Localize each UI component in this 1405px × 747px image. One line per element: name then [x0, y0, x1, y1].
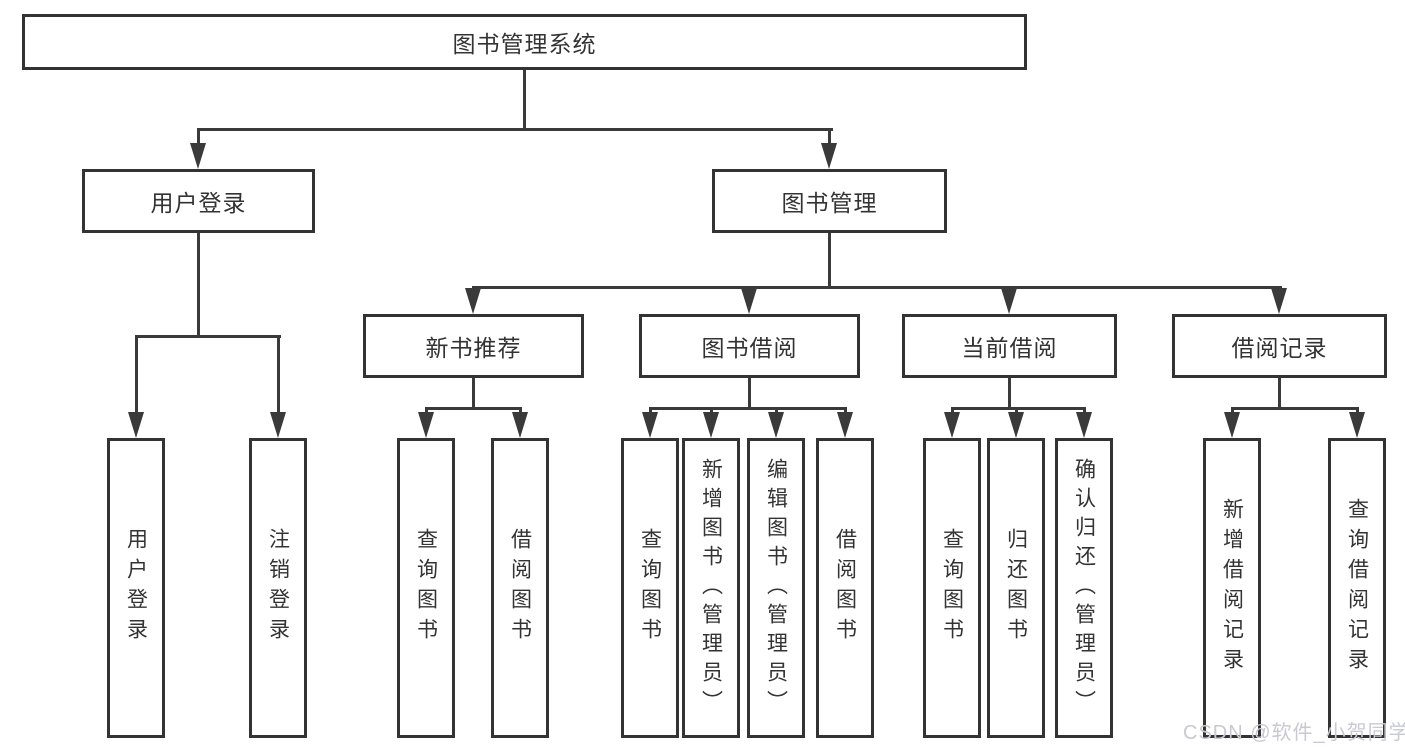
node-book-management: 图书管理: [712, 169, 947, 233]
arrowhead-down-icon: [768, 412, 784, 438]
leaf-query-books-recommend: 查询图书: [397, 438, 455, 738]
connector-line: [1008, 378, 1011, 408]
connector-line: [135, 335, 281, 338]
connector-line: [828, 128, 831, 155]
connector-line: [472, 286, 1282, 289]
node-book-borrow: 图书借阅: [639, 314, 860, 378]
leaf-add-borrow-record: 新增借阅记录: [1203, 438, 1261, 738]
leaf-query-books-current: 查询图书: [923, 438, 981, 738]
connector-line: [748, 378, 751, 408]
node-new-book-recommend: 新书推荐: [363, 314, 584, 378]
leaf-logout: 注销登录: [249, 438, 307, 738]
node-root-library-system: 图书管理系统: [22, 14, 1027, 70]
leaf-query-books-borrow: 查询图书: [621, 438, 679, 738]
arrowhead-down-icon: [1001, 288, 1017, 314]
connector-line: [649, 407, 847, 410]
connector-line: [951, 407, 1086, 410]
connector-line: [197, 128, 200, 155]
arrowhead-down-icon: [944, 412, 960, 438]
leaf-confirm-return-admin: 确认归还（管理员）: [1055, 438, 1113, 738]
leaf-return-books: 归还图书: [987, 438, 1045, 738]
arrowhead-down-icon: [1076, 412, 1092, 438]
arrowhead-down-icon: [741, 288, 757, 314]
arrowhead-down-icon: [703, 412, 719, 438]
arrowhead-down-icon: [1224, 412, 1240, 438]
leaf-query-borrow-record: 查询借阅记录: [1328, 438, 1386, 738]
csdn-watermark: CSDN @软件_小贺同学: [1183, 722, 1405, 744]
connector-line: [828, 233, 831, 288]
arrowhead-down-icon: [1008, 412, 1024, 438]
node-borrow-records: 借阅记录: [1172, 314, 1387, 378]
node-user-login: 用户登录: [82, 169, 315, 233]
leaf-user-login: 用户登录: [107, 438, 165, 738]
connector-line: [277, 335, 280, 424]
arrowhead-down-icon: [128, 412, 144, 438]
arrowhead-down-icon: [642, 412, 658, 438]
leaf-add-books-admin: 新增图书（管理员）: [682, 438, 740, 738]
node-current-borrow: 当前借阅: [902, 314, 1117, 378]
connector-line: [472, 378, 475, 408]
connector-line: [1231, 407, 1358, 410]
arrowhead-down-icon: [821, 143, 837, 169]
arrowhead-down-icon: [512, 412, 528, 438]
connector-line: [523, 70, 526, 129]
arrowhead-down-icon: [270, 412, 286, 438]
leaf-borrow-books: 借阅图书: [816, 438, 874, 738]
arrowhead-down-icon: [1349, 412, 1365, 438]
connector-line: [197, 233, 200, 336]
connector-line: [135, 335, 138, 424]
arrowhead-down-icon: [837, 412, 853, 438]
arrowhead-down-icon: [190, 143, 206, 169]
connector-line: [1278, 378, 1281, 408]
arrowhead-down-icon: [1271, 288, 1287, 314]
leaf-borrow-books-recommend: 借阅图书: [491, 438, 549, 738]
arrowhead-down-icon: [465, 288, 481, 314]
arrowhead-down-icon: [418, 412, 434, 438]
connector-line: [197, 128, 833, 131]
connector-line: [425, 407, 522, 410]
leaf-edit-books-admin: 编辑图书（管理员）: [747, 438, 805, 738]
